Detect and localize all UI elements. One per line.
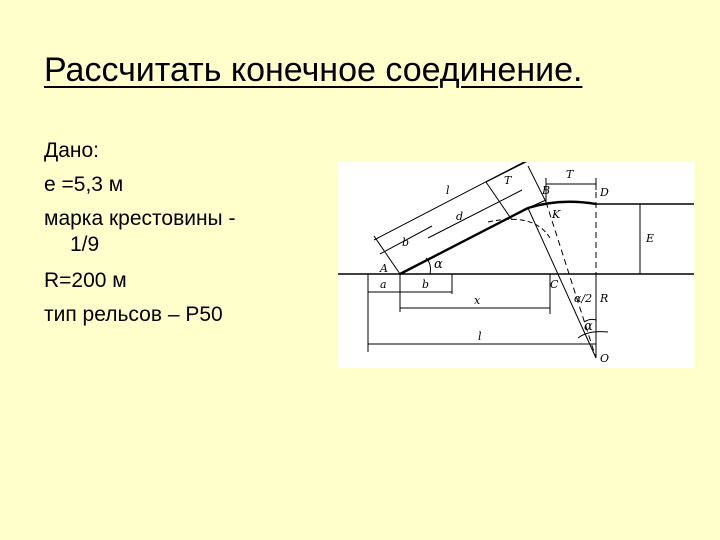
- dim-d-label: d: [456, 210, 463, 223]
- curve-track: [527, 200, 597, 210]
- point-O: O: [600, 352, 609, 365]
- alpha-half-label: α/2: [574, 292, 592, 305]
- dim-b-top-label: b: [402, 236, 409, 249]
- given-radius: R=200 м: [44, 269, 127, 292]
- point-D: D: [599, 186, 609, 199]
- alpha-label-A: α: [434, 257, 443, 272]
- radius-K: [527, 207, 597, 359]
- dashed-radius-B: [545, 201, 597, 359]
- dim-l-top-label: l: [446, 184, 450, 197]
- dim-e-label: E: [645, 232, 654, 245]
- R-label: R: [599, 292, 608, 305]
- slide-title: Рассчитать конечное соединение.: [44, 51, 583, 89]
- connection-diagram: A B C D K O l T T d b E α α/2 R α a b x …: [338, 162, 694, 368]
- dim-T-top-label: T: [504, 174, 513, 187]
- given-frog-label: марка крестовины -: [44, 207, 236, 230]
- tangent-extension: [527, 199, 547, 209]
- point-B: B: [541, 184, 550, 197]
- alpha-arc-O: [577, 331, 609, 339]
- dim-x-label: x: [474, 294, 481, 307]
- dim-b-bottom-label: b: [422, 278, 429, 291]
- given-block: Дано: e =5,3 м марка крестовины - 1/9 R=…: [44, 134, 334, 332]
- dim-b-top: [379, 225, 433, 255]
- given-e: e =5,3 м: [44, 173, 124, 196]
- dim-T-right-label: T: [566, 168, 575, 181]
- point-A: A: [379, 262, 388, 275]
- alpha-label-O: α: [584, 319, 593, 334]
- dim-d: [427, 189, 523, 239]
- diagram-svg: A B C D K O l T T d b E α α/2 R α a b x …: [338, 162, 694, 365]
- point-C: C: [550, 278, 559, 291]
- point-K: K: [551, 208, 561, 221]
- dim-T-top: [485, 162, 528, 183]
- given-heading: Дано:: [44, 139, 100, 162]
- given-rail-type: тип рельсов – Р50: [44, 303, 223, 326]
- given-frog-value: 1/9: [70, 233, 100, 256]
- dim-l-bottom-label: l: [478, 330, 482, 343]
- alpha-arc-A: [425, 257, 431, 275]
- dim-a-label: a: [380, 278, 387, 291]
- diverging-straight: [399, 206, 529, 276]
- dashed-arc: [487, 218, 551, 239]
